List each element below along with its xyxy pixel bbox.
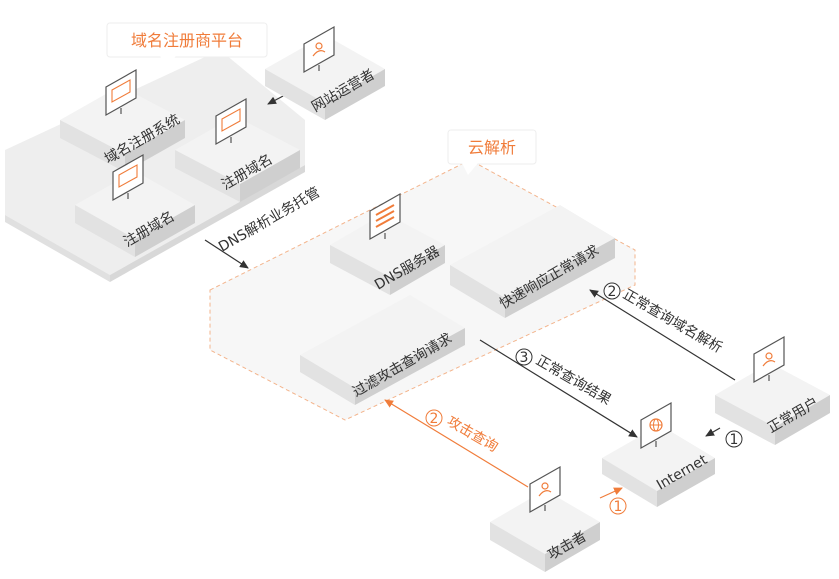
result-step-marker: 3 xyxy=(515,348,533,366)
registrar-platform-label: 域名注册商平台 xyxy=(131,31,243,50)
attack-query-label: 攻击查询 xyxy=(444,414,500,456)
attack-query-arrow xyxy=(384,399,529,488)
svg-text:1: 1 xyxy=(614,499,623,515)
attacker-to-internet-arrow xyxy=(599,487,623,499)
website-operator-node: 网站运营者 xyxy=(265,25,385,120)
normal-query-arrow xyxy=(589,289,736,381)
result-arrow xyxy=(479,339,638,438)
attack-step-marker: 2 xyxy=(425,409,443,427)
user-monitor-icon xyxy=(303,25,335,74)
window-monitor-icon xyxy=(215,97,247,146)
user-to-internet-arrow xyxy=(705,427,721,437)
cloud-dns-callout: 云解析 xyxy=(447,129,537,175)
server-monitor-icon xyxy=(369,192,401,241)
register-domain-node-b: 注册域名 xyxy=(75,153,195,257)
registrar-platform-callout: 域名注册商平台 xyxy=(106,22,268,66)
svg-text:2: 2 xyxy=(430,411,439,427)
globe-monitor-icon xyxy=(640,401,672,450)
normal-user-node: 正常用户 xyxy=(715,335,830,445)
user-monitor-icon xyxy=(753,335,785,384)
normal-query-label: 正常查询域名解析 xyxy=(620,287,725,357)
svg-text:2: 2 xyxy=(608,284,617,300)
register-domain-node-a: 注册域名 xyxy=(175,97,300,202)
browser-monitor-icon xyxy=(105,68,137,117)
attacker-monitor-icon xyxy=(529,465,561,514)
cloud-dns-label: 云解析 xyxy=(468,138,516,157)
internet-node: Internet xyxy=(602,401,715,507)
attacker-node: 攻击者 xyxy=(490,465,600,572)
operator-to-platform-arrow xyxy=(267,94,286,105)
svg-text:1: 1 xyxy=(730,432,739,448)
dns-server-node: DNS服务器 xyxy=(330,192,445,295)
window-monitor-icon xyxy=(112,153,144,202)
edges xyxy=(204,94,736,499)
normal-query-step-marker: 2 xyxy=(603,282,621,300)
attacker-step-marker: 1 xyxy=(609,497,627,515)
dns-hosting-arrow xyxy=(204,239,249,269)
user-step-marker: 1 xyxy=(725,430,743,448)
svg-text:3: 3 xyxy=(520,350,529,366)
